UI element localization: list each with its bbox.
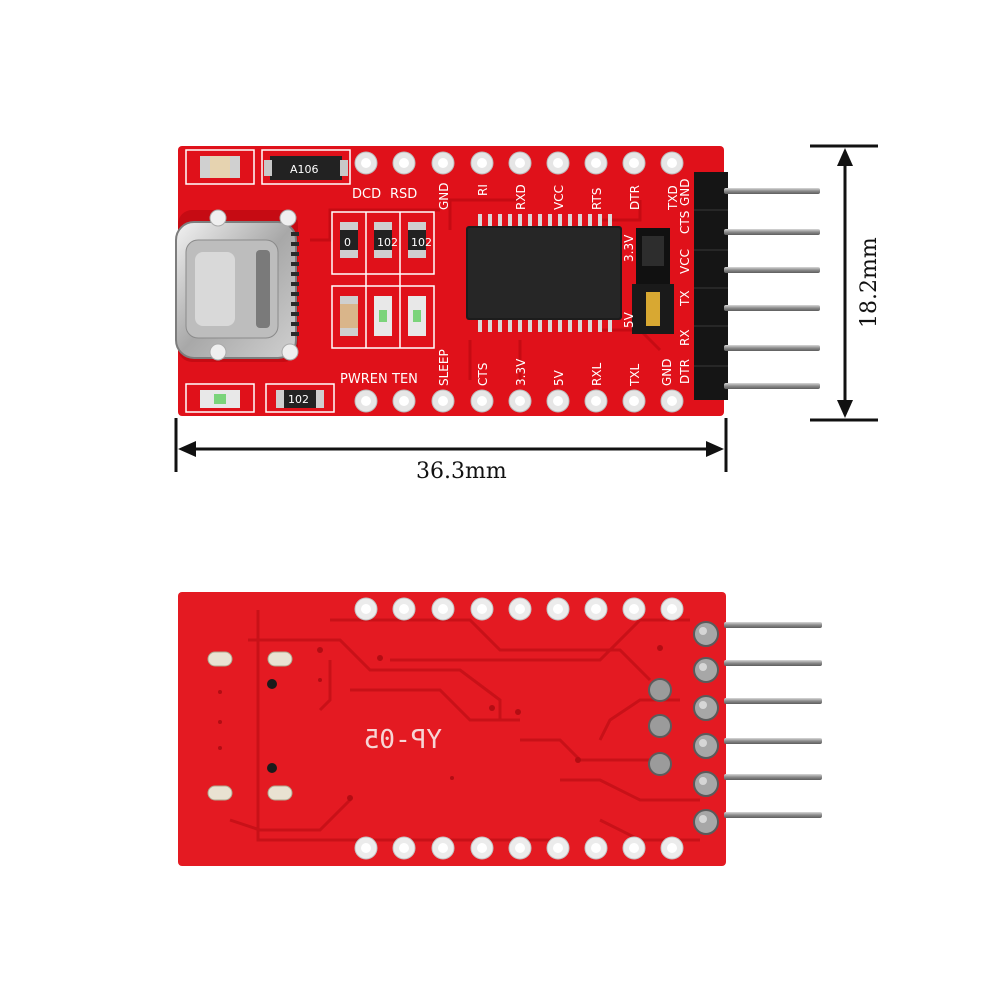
label-cts-bottom: CTS <box>476 363 490 386</box>
label-header-cts: CTS <box>678 211 692 234</box>
label-rxl: RXL <box>590 362 604 386</box>
top-pin-holes <box>361 158 677 168</box>
resistor-mark-3: 102 <box>411 236 432 249</box>
usb-shield-pads <box>207 651 293 801</box>
dimension-length: 36.3mm <box>174 418 728 484</box>
bottom-pin-holes <box>361 396 677 406</box>
label-dtr-top: DTR <box>628 185 642 210</box>
label-sleep: SLEEP <box>437 349 451 386</box>
resistor-led-block: 0 102 102 <box>331 211 435 349</box>
bottom-pin-pads <box>354 389 684 413</box>
label-ri: RI <box>476 184 490 196</box>
back-bottom-holes <box>361 843 677 853</box>
label-jumper-3v3: 3.3V <box>622 234 636 262</box>
label-ten: TEN <box>391 372 418 387</box>
label-pwren: PWREN <box>340 372 388 387</box>
label-header-dtr: DTR <box>678 359 692 384</box>
resistor-mark-1: 0 <box>344 236 351 249</box>
usb-uart-chip <box>466 214 622 332</box>
back-vias <box>218 645 663 801</box>
resistor-mark-2: 102 <box>377 236 398 249</box>
bottom-left-components: 102 <box>185 383 335 413</box>
usb-c-connector <box>175 209 299 362</box>
dimension-width: 18.2mm <box>810 144 882 422</box>
voltage-jumper <box>632 228 674 334</box>
label-header-gnd: GND <box>678 178 692 206</box>
ic-marking: A106 <box>290 163 319 176</box>
label-txd: TXD <box>666 185 680 211</box>
width-label: 18.2mm <box>857 237 882 328</box>
label-rxd: RXD <box>514 184 528 210</box>
top-left-components: A106 <box>185 149 351 185</box>
label-txl: TXL <box>628 363 642 387</box>
label-3v3-bottom: 3.3V <box>514 358 528 386</box>
label-5v-bottom: 5V <box>552 369 566 386</box>
resistor-mark-4: 102 <box>288 393 309 406</box>
label-gnd-top: GND <box>437 182 451 210</box>
jumper-solder-joints <box>648 678 672 776</box>
top-pin-pads <box>354 151 684 175</box>
label-vcc: VCC <box>552 185 566 210</box>
back-board: YP-05 <box>178 592 822 866</box>
label-gnd-bottom: GND <box>660 358 674 386</box>
label-jumper-5v: 5V <box>622 311 636 328</box>
label-rts: RTS <box>590 188 604 210</box>
back-top-holes <box>361 604 677 614</box>
label-header-tx: TX <box>678 290 692 307</box>
front-board: A106 0 102 102 <box>175 146 820 416</box>
front-pin-header <box>694 172 820 400</box>
label-header-rx: RX <box>678 329 692 346</box>
back-pcb <box>178 592 726 866</box>
label-rsd: RSD <box>390 187 417 202</box>
label-dcd: DCD <box>352 187 381 202</box>
front-pcb <box>178 146 724 416</box>
back-marking: YP-05 <box>364 725 442 755</box>
label-header-vcc: VCC <box>678 249 692 274</box>
length-label: 36.3mm <box>416 459 507 484</box>
back-pin-header <box>693 621 822 835</box>
